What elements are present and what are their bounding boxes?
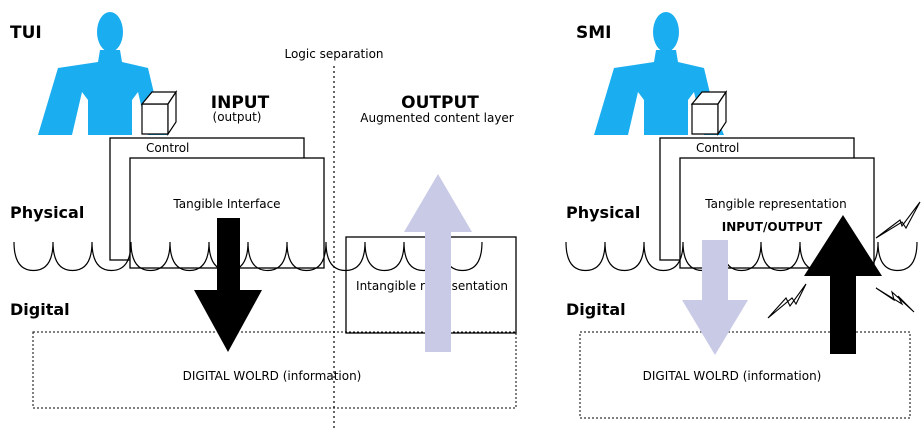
- tui-heading: TUI: [10, 23, 42, 43]
- tangible-interface-label: Tangible Interface: [172, 197, 280, 211]
- cube-icon: [140, 90, 178, 136]
- digital-world-label-right: DIGITAL WOLRD (information): [643, 369, 822, 383]
- light-arrow-down-right: [682, 240, 748, 355]
- cube-icon-right: [690, 90, 728, 136]
- output-title: OUTPUT: [401, 93, 479, 113]
- logic-separation-label: Logic separation: [284, 47, 383, 61]
- lightning-icon: [767, 201, 921, 319]
- output-arrow-up: [404, 174, 472, 352]
- physical-label-left: Physical: [10, 203, 84, 222]
- control-label: Control: [146, 141, 189, 155]
- io-label: INPUT/OUTPUT: [722, 220, 823, 234]
- control-label-right: Control: [696, 141, 739, 155]
- input-title: INPUT: [211, 93, 270, 113]
- digital-label-right: Digital: [566, 300, 626, 319]
- input-arrow-down: [194, 218, 262, 352]
- tangible-representation-label: Tangible representation: [704, 197, 846, 211]
- physical-label-right: Physical: [566, 203, 640, 222]
- digital-world-box-right: [579, 331, 911, 419]
- digital-world-box-left: [32, 331, 517, 409]
- person-icon-right: [594, 12, 724, 135]
- io-arrow-up: [804, 215, 882, 354]
- output-subtitle: Augmented content layer: [360, 111, 514, 125]
- smi-heading: SMI: [576, 23, 612, 43]
- digital-label-left: Digital: [10, 300, 70, 319]
- digital-world-label-left: DIGITAL WOLRD (information): [183, 369, 362, 383]
- input-subtitle: (output): [213, 110, 262, 124]
- person-icon: [38, 12, 168, 135]
